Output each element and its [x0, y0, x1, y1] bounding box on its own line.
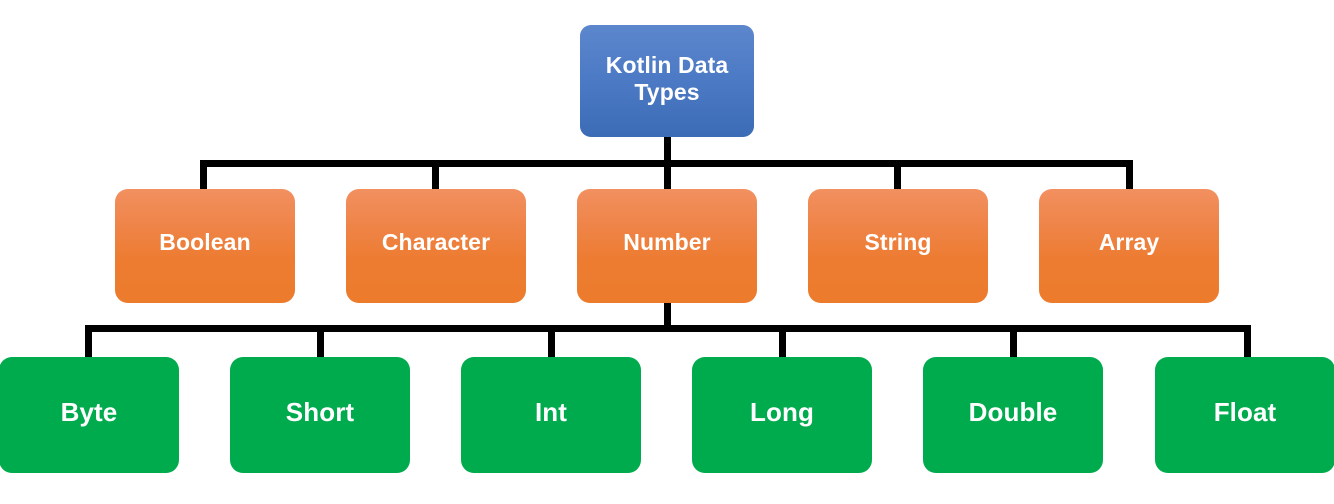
connector-drop-float: [1244, 325, 1251, 360]
connector-level2-bus: [85, 325, 1251, 332]
connector-drop-character: [432, 160, 439, 192]
node-label-root: Kotlin Data Types: [606, 52, 729, 106]
node-long[interactable]: Long: [692, 357, 872, 473]
node-label-short: Short: [285, 396, 355, 427]
node-int[interactable]: Int: [461, 357, 641, 473]
node-double[interactable]: Double: [923, 357, 1103, 473]
node-byte[interactable]: Byte: [0, 357, 179, 473]
node-array[interactable]: Array: [1039, 189, 1219, 303]
connector-drop-int: [548, 325, 555, 360]
node-character[interactable]: Character: [346, 189, 526, 303]
node-label-double: Double: [968, 396, 1058, 427]
node-number[interactable]: Number: [577, 189, 757, 303]
node-label-byte: Byte: [60, 396, 118, 427]
connector-number-stem: [664, 303, 671, 331]
root-label-line-2: Types: [634, 79, 700, 105]
connector-drop-long: [779, 325, 786, 360]
connector-root-stem: [664, 137, 671, 166]
connector-drop-byte: [85, 325, 92, 360]
node-label-number: Number: [623, 229, 711, 256]
connector-drop-double: [1010, 325, 1017, 360]
node-string[interactable]: String: [808, 189, 988, 303]
connector-drop-string: [894, 160, 901, 192]
node-label-int: Int: [534, 396, 568, 427]
node-kotlin-data-types[interactable]: Kotlin Data Types: [580, 25, 754, 137]
node-label-float: Float: [1213, 396, 1277, 427]
node-boolean[interactable]: Boolean: [115, 189, 295, 303]
connector-drop-number: [664, 160, 671, 192]
root-label-line-1: Kotlin Data: [605, 51, 729, 78]
connector-drop-short: [317, 325, 324, 360]
connector-drop-boolean: [200, 160, 207, 192]
node-label-array: Array: [1098, 229, 1160, 256]
node-label-boolean: Boolean: [159, 229, 251, 256]
node-float[interactable]: Float: [1155, 357, 1334, 473]
node-label-character: Character: [381, 229, 491, 256]
node-short[interactable]: Short: [230, 357, 410, 473]
node-label-long: Long: [750, 396, 814, 427]
node-label-string: String: [864, 229, 932, 256]
connector-drop-array: [1126, 160, 1133, 192]
